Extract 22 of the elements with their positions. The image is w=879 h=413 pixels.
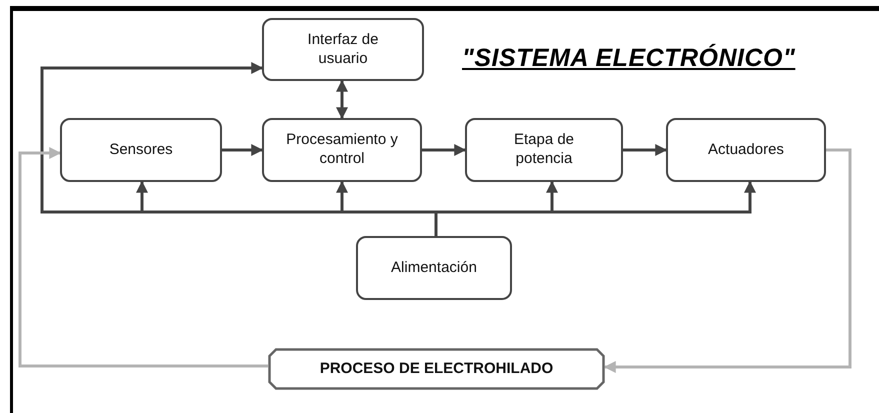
arrow	[623, 144, 668, 156]
node-label: Etapa de potencia	[512, 131, 576, 169]
block-box	[465, 118, 623, 182]
arrow	[604, 148, 852, 373]
diagram-title: "SISTEMA ELECTRÓNICO"	[462, 44, 796, 73]
arrow	[336, 80, 348, 120]
block-box	[60, 118, 222, 182]
node-label: Actuadores	[708, 140, 784, 160]
block-box	[666, 118, 826, 182]
node-label: Sensores	[109, 140, 173, 160]
arrow	[222, 144, 264, 156]
block-box	[262, 118, 422, 182]
process-banner	[268, 348, 605, 390]
arrow	[422, 144, 466, 156]
node-label: PROCESO DE ELECTROHILADO	[320, 360, 554, 378]
block-box	[262, 18, 424, 81]
node-label: Procesamiento y control	[286, 131, 398, 169]
block-box	[356, 236, 512, 300]
arrow	[18, 147, 268, 368]
arrow	[434, 180, 756, 236]
node-label: Alimentación	[391, 258, 477, 278]
node-label: Interfaz de usuario	[306, 30, 380, 68]
